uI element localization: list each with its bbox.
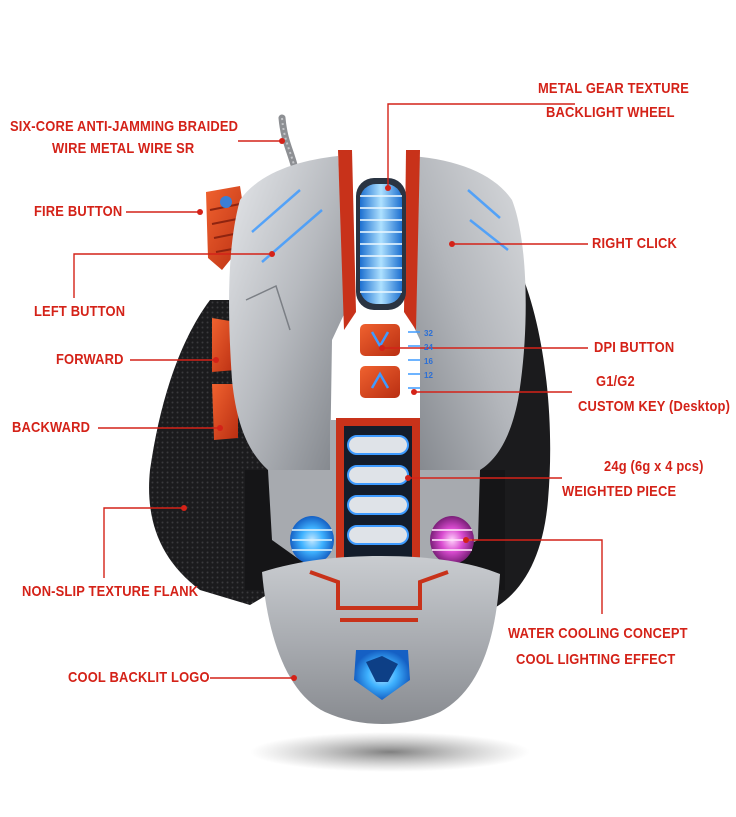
label-gear-wheel-1: METAL GEAR TEXTURE (538, 80, 689, 97)
label-fire-button: FIRE BUTTON (34, 203, 123, 220)
label-braided-wire-1: SIX-CORE ANTI-JAMMING BRAIDED (10, 118, 239, 135)
wheel-ribs (360, 184, 402, 304)
g1g2-button-shape (360, 366, 400, 398)
dpi-scale-16: 16 (424, 357, 433, 366)
label-weighted-2: WEIGHTED PIECE (562, 483, 677, 500)
label-gear-wheel-2: BACKLIGHT WHEEL (546, 104, 675, 121)
dpi-scale-32: 32 (424, 329, 433, 338)
dpi-scale-24: 24 (424, 343, 433, 352)
label-flank: NON-SLIP TEXTURE FLANK (22, 583, 199, 600)
label-left-button: LEFT BUTTON (34, 303, 126, 320)
left-click-shell (229, 156, 346, 470)
label-weighted-1: 24g (6g x 4 pcs) (604, 458, 704, 475)
label-forward: FORWARD (56, 351, 124, 368)
ground-shadow (250, 732, 530, 772)
leader-lines (73, 103, 603, 679)
label-g1g2-1: G1/G2 (596, 373, 635, 390)
right-click-shell (406, 156, 526, 470)
dpi-button-shape (360, 324, 400, 356)
label-water-cooling-2: COOL LIGHTING EFFECT (516, 651, 676, 668)
leader-dots (181, 138, 469, 681)
label-right-click: RIGHT CLICK (592, 235, 678, 252)
label-dpi-button: DPI BUTTON (594, 339, 675, 356)
pink-cooling-coil (430, 516, 474, 564)
palm-rest (262, 556, 500, 724)
label-braided-wire-2: WIRE METAL WIRE SR (52, 140, 195, 157)
label-water-cooling-1: WATER COOLING CONCEPT (508, 625, 688, 642)
weight-pieces (347, 435, 409, 545)
backlit-logo-shape (354, 650, 410, 700)
label-g1g2-2: CUSTOM KEY (Desktop) (578, 398, 731, 415)
blue-cooling-coil (290, 516, 334, 564)
dpi-scale-12: 12 (424, 371, 433, 380)
dpi-scale: 32 24 16 12 (424, 329, 433, 380)
center-channel (338, 150, 356, 330)
label-backward: BACKWARD (12, 419, 91, 436)
label-logo: COOL BACKLIT LOGO (68, 669, 210, 686)
